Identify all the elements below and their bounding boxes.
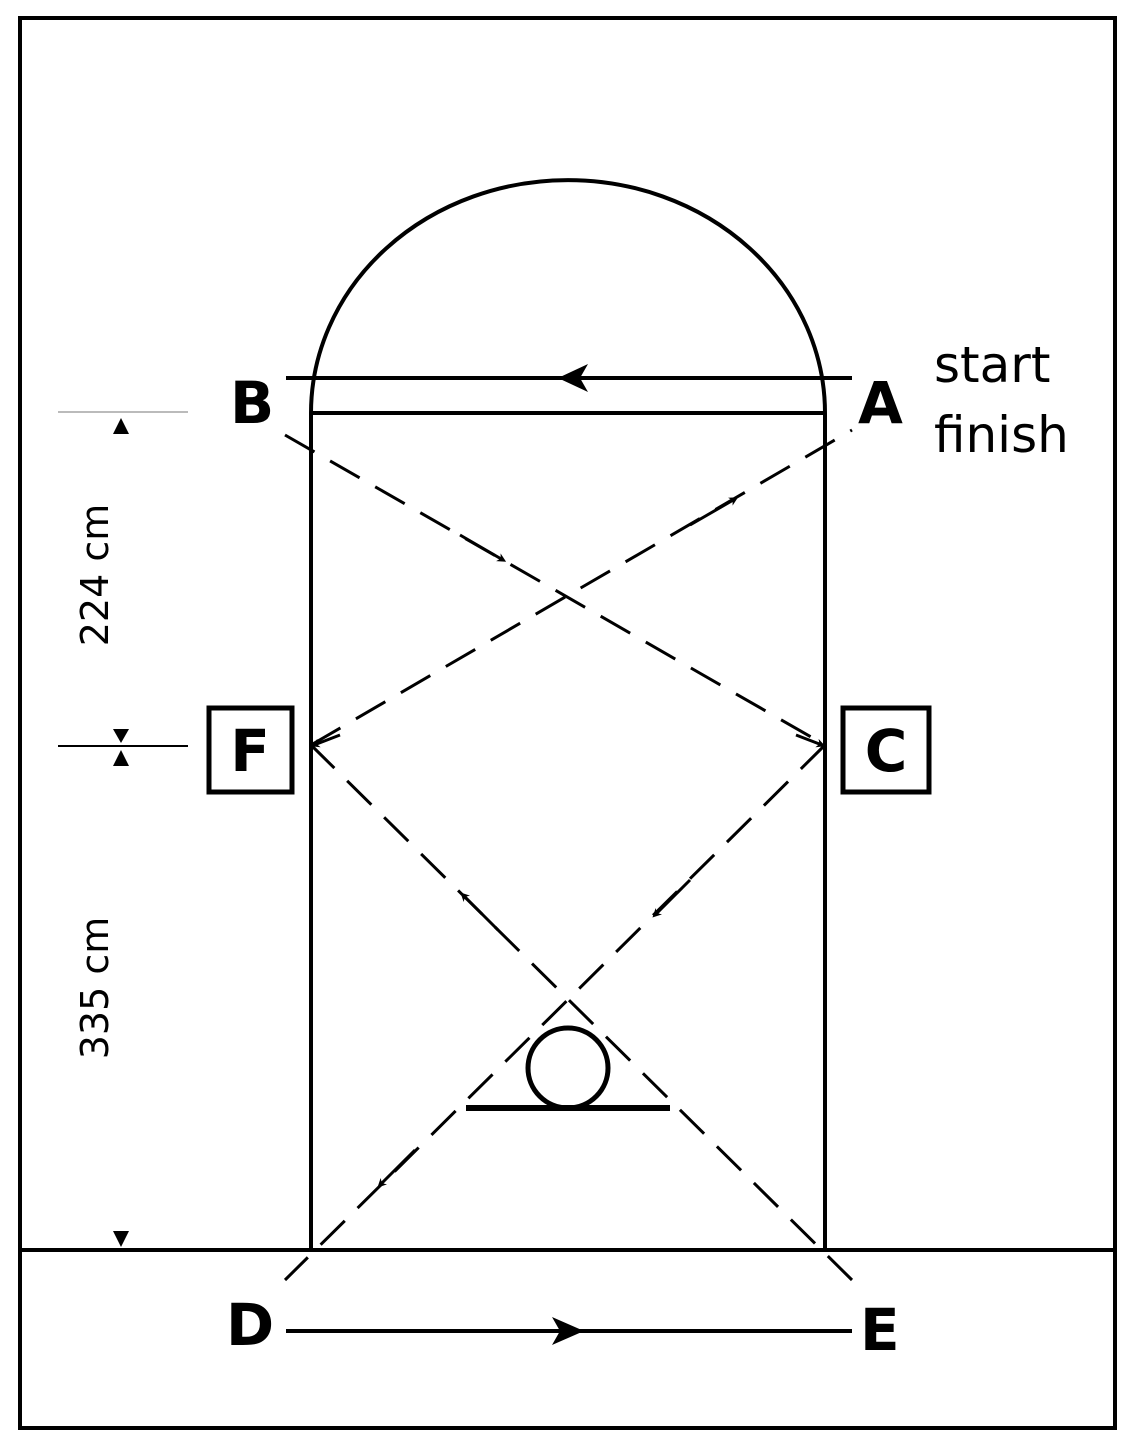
arrow-b-to-c: [459, 533, 507, 562]
dashed-path-b-to-c: [284, 433, 826, 747]
point-label-e: E: [860, 1296, 900, 1364]
dimension-arrow-middle-down: [113, 750, 129, 766]
dimension-arrow-top: [113, 418, 129, 434]
dimension-arrow-bottom: [113, 1231, 129, 1247]
point-label-c: C: [865, 717, 908, 785]
arrow-c-to-d-lower: [377, 1148, 417, 1188]
start-label: start: [934, 336, 1050, 394]
dimension-label-upper: 224 cm: [73, 504, 117, 647]
dimension-label-lower: 335 cm: [73, 917, 117, 1060]
dashed-path-e-to-f: [309, 743, 854, 1282]
marker-box-f: [206, 705, 295, 795]
marker-box-c: [840, 705, 932, 795]
outer-frame: [18, 16, 1117, 1430]
dashed-path-f-to-a: [310, 428, 853, 747]
arrow-c-marker: [795, 733, 826, 748]
obstacle-circle: [525, 1025, 611, 1111]
point-label-a: A: [858, 369, 903, 437]
point-label-b: B: [230, 369, 274, 437]
finish-label: finish: [934, 406, 1069, 464]
arrow-a-to-b: [558, 364, 588, 392]
point-label-d: D: [226, 1291, 274, 1359]
arrow-d-to-e: [552, 1317, 584, 1345]
arrow-f-marker: [310, 733, 341, 748]
dimension-arrow-middle-up: [113, 729, 129, 743]
arrow-c-to-d: [652, 878, 692, 918]
arrow-e-to-f: [460, 892, 500, 932]
arrow-f-to-a: [689, 497, 739, 527]
point-label-f: F: [230, 717, 270, 785]
dashed-path-c-to-d: [283, 743, 827, 1282]
course-outline: [309, 178, 827, 1250]
